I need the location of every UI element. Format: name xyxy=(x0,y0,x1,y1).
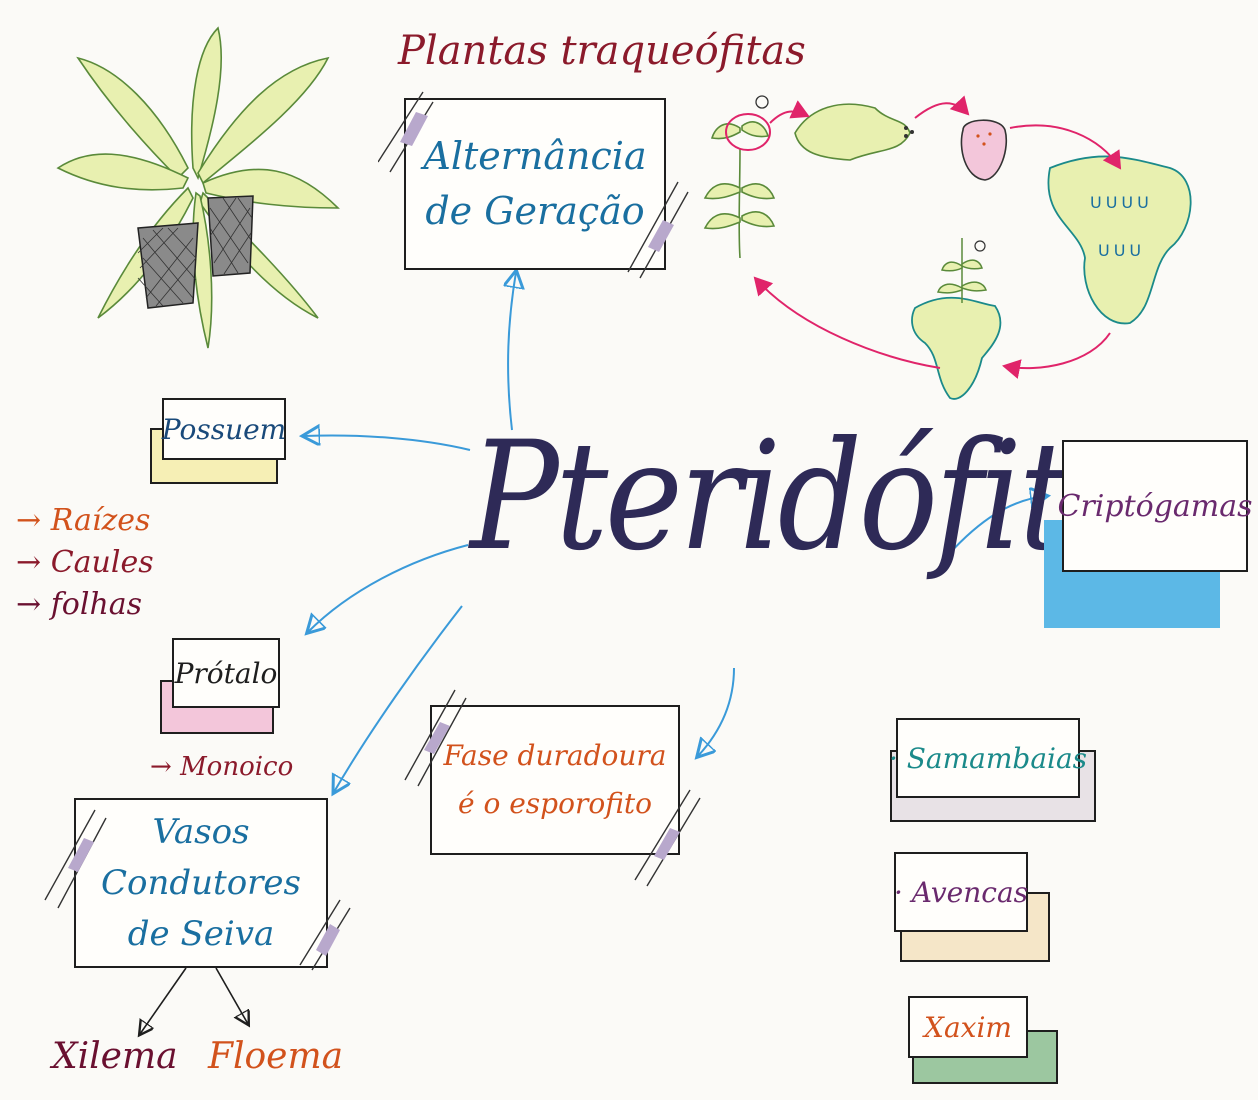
arrow-to-xilema xyxy=(140,967,187,1034)
samambaias-label: · Samambaias xyxy=(889,742,1087,775)
monoico-text: Monoico xyxy=(180,752,294,782)
arrow-to-floema xyxy=(215,967,248,1024)
svg-text:UUUU: UUUU xyxy=(1090,193,1153,212)
box-alternancia: Alternância de Geração xyxy=(404,98,666,270)
criptogamas-label: Criptógamas xyxy=(1057,488,1253,524)
arrow-to-criptogamas xyxy=(947,496,1046,556)
bullet-dot-icon: · xyxy=(893,875,903,909)
box-vasos-condutores: Vasos Condutores de Seiva xyxy=(74,798,328,968)
avencas-label: · Avencas xyxy=(894,876,1028,909)
alternancia-label: Alternância de Geração xyxy=(423,133,647,233)
possuem-label: Possuem xyxy=(161,412,287,446)
folhas-text: folhas xyxy=(50,587,143,622)
monoico-note: → Monoico xyxy=(150,752,293,782)
box-samambaias: · Samambaias xyxy=(889,718,1087,798)
samambaias-text: Samambaias xyxy=(906,741,1088,775)
bullet-dot-icon: · xyxy=(888,741,898,775)
life-cycle-diagram: UUUU UUU xyxy=(703,95,1192,400)
bullet-arrow-icon: → xyxy=(16,503,42,538)
bullet-arrow-icon: → xyxy=(150,752,172,782)
box-criptogamas: Criptógamas xyxy=(1057,440,1253,572)
box-fase-duradoura: Fase duradoura é o esporofito xyxy=(430,705,680,855)
vasos-label: Vasos Condutores de Seiva xyxy=(101,811,301,954)
arrow-to-protalo xyxy=(308,544,469,632)
floema-label: Floema xyxy=(208,1036,344,1077)
fase-label: Fase duradoura é o esporofito xyxy=(443,739,667,820)
protalo-label: Prótalo xyxy=(174,656,278,690)
xilema-label: Xilema xyxy=(52,1036,178,1077)
bullet-arrow-icon: → xyxy=(16,545,42,580)
raizes-text: Raízes xyxy=(50,503,151,538)
caules-text: Caules xyxy=(50,545,154,580)
bullet-arrow-icon: → xyxy=(16,587,42,622)
arrow-to-fase xyxy=(698,667,735,756)
header-plantas-traqueofitas: Plantas traqueófitas xyxy=(398,28,806,74)
fern-plant-icon xyxy=(56,26,340,349)
svg-text:UUU: UUU xyxy=(1098,241,1145,260)
arrow-to-vasos xyxy=(334,605,463,792)
box-avencas: · Avencas xyxy=(894,852,1028,932)
list-item-folhas: → folhas xyxy=(16,584,154,626)
alternancia-corner-marks xyxy=(378,91,689,279)
box-xaxim: Xaxim xyxy=(908,996,1028,1058)
possuem-list: → Raízes → Caules → folhas xyxy=(16,500,154,626)
arrow-to-alternancia xyxy=(508,272,516,431)
vasos-corner-marks xyxy=(44,809,351,971)
box-possuem: Possuem xyxy=(162,398,286,460)
box-protalo: Prótalo xyxy=(172,638,280,708)
list-item-caules: → Caules xyxy=(16,542,154,584)
fase-corner-marks xyxy=(404,689,701,887)
xaxim-label: Xaxim xyxy=(924,1010,1012,1044)
list-item-raizes: → Raízes xyxy=(16,500,154,542)
avencas-text: Avencas xyxy=(911,875,1029,909)
arrow-to-possuem xyxy=(304,436,471,451)
